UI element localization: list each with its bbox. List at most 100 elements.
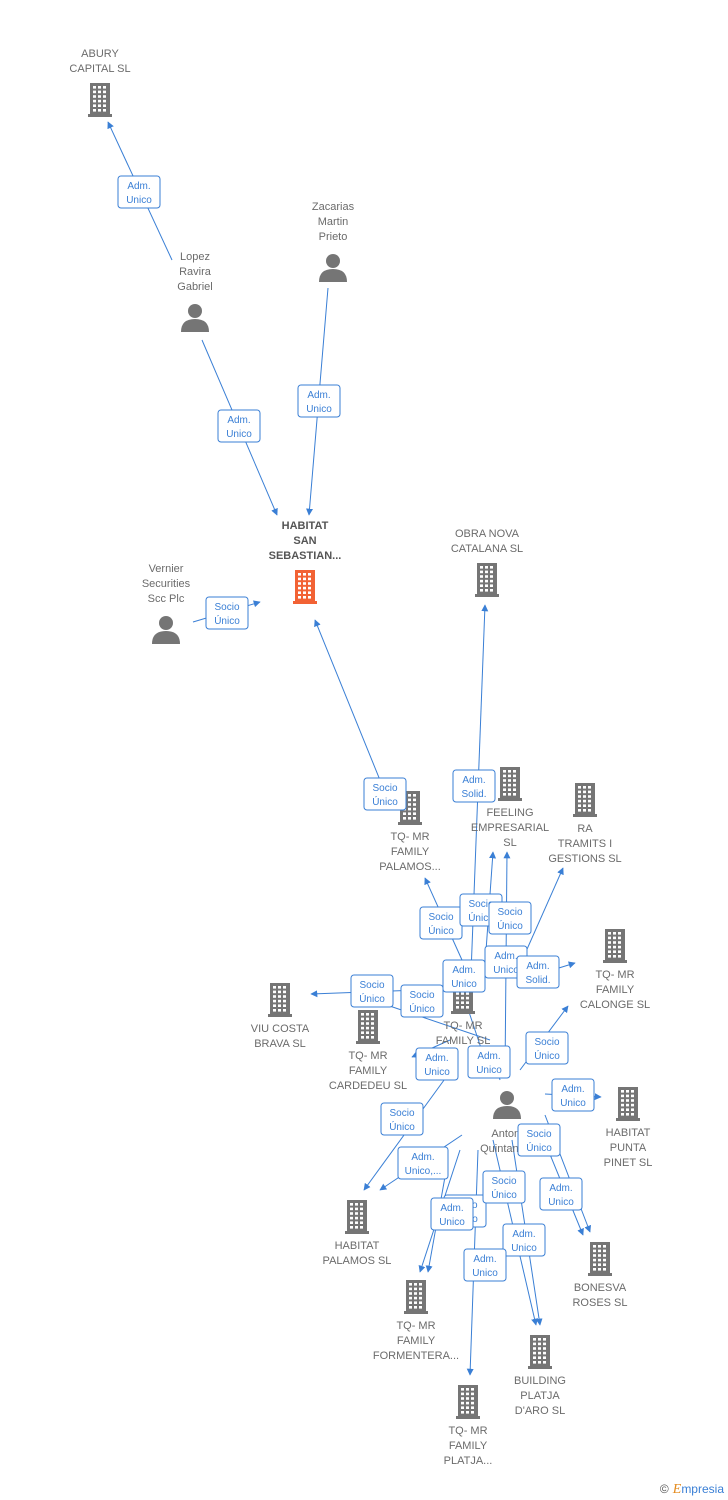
edge-label-line: Adm. (526, 961, 549, 972)
edge-label[interactable]: Adm.Unico (430, 1197, 474, 1231)
person-icon (152, 616, 180, 644)
node-label-line: HABITAT (335, 1240, 380, 1252)
edge-label-line: Unico (439, 1217, 465, 1228)
edge-label-line: Único (468, 911, 494, 924)
edge-label[interactable]: Adm.Unico (463, 1248, 507, 1282)
edge-label-line: Adm. (549, 1183, 572, 1194)
edge-label-line: Socio (359, 980, 384, 991)
person-icon (319, 254, 347, 282)
edge-label[interactable]: Adm.Unico (467, 1045, 511, 1079)
building-icon (268, 983, 292, 1017)
node-obra-nova[interactable]: OBRA NOVA CATALANA SL (451, 528, 523, 597)
edge-label-line: Único (497, 919, 523, 932)
node-label-line: ABURY (81, 48, 119, 60)
edge-label[interactable]: Adm. Solid. (516, 955, 560, 989)
edge-label[interactable]: Adm. Unico (502, 1223, 546, 1257)
edge-label-line: Solid. (525, 975, 550, 986)
edge-label[interactable]: Adm. Unico (539, 1177, 583, 1211)
building-icon (293, 570, 317, 604)
edge-label-line: Unico (548, 1197, 574, 1208)
edge-label-line: Adm. (477, 1051, 500, 1062)
edge-label[interactable]: Adm.Solid. (452, 769, 496, 803)
node-label-line: FAMILY (449, 1440, 488, 1452)
node-tq-formentera[interactable]: TQ- MRFAMILYFORMENTERA... (373, 1280, 459, 1362)
edge-label-line: Adm. (512, 1229, 535, 1240)
edge-label-line: Socio (428, 912, 453, 923)
node-label-line: TQ- MR (390, 831, 429, 843)
edge-label-line: Único (372, 795, 398, 808)
edge-label[interactable]: Adm.Unico,... (397, 1146, 449, 1180)
node-label-line: CARDEDEU SL (329, 1080, 407, 1092)
edge-label[interactable]: Adm.Unico (551, 1078, 595, 1112)
edge-label[interactable]: Adm.Unico (297, 384, 341, 418)
node-label-line: VIU COSTA (251, 1023, 310, 1035)
node-label-line: HABITAT (606, 1127, 651, 1139)
footer-brand[interactable]: ©Empresia (660, 1482, 724, 1498)
node-tq-platja[interactable]: TQ- MRFAMILYPLATJA... (444, 1385, 493, 1467)
edge-label[interactable]: Adm.Unico (415, 1047, 459, 1081)
node-label-line: SL (503, 837, 516, 849)
edge-label-line: Socio (534, 1037, 559, 1048)
node-label-line: CATALANA SL (451, 543, 523, 555)
edge-labels-layer: Adm.UnicoAdm.UnicoAdm.UnicoSocioÚnicoSoc… (117, 175, 595, 1282)
edge-label-line: Único (491, 1188, 517, 1201)
edge-label-line: Único (534, 1049, 560, 1062)
edge-label-line: Unico (511, 1243, 537, 1254)
node-label-line: SAN (293, 535, 316, 547)
node-label-line: TQ- MR (348, 1050, 387, 1062)
node-habitat-ss[interactable]: HABITATSANSEBASTIAN... (269, 520, 342, 604)
node-label-line: CAPITAL SL (69, 63, 130, 75)
node-label-line: TQ- MR (396, 1320, 435, 1332)
edge-label-line: Adm. (425, 1053, 448, 1064)
building-icon (356, 1010, 380, 1044)
edge-label[interactable]: Adm.Unico (442, 959, 486, 993)
edge-label-line: Socio (372, 783, 397, 794)
edge-label-line: Unico (306, 404, 332, 415)
edge-label-line: Unico (472, 1268, 498, 1279)
edge-label-line: Único (214, 614, 240, 627)
node-label-line: PLATJA... (444, 1455, 493, 1467)
node-label-line: SEBASTIAN... (269, 550, 342, 562)
node-label-line: ROSES SL (572, 1297, 627, 1309)
node-label-line: OBRA NOVA (455, 528, 520, 540)
edge-label-line: Socio (389, 1108, 414, 1119)
edge-label-line: Unico (126, 195, 152, 206)
node-abury[interactable]: ABURY CAPITAL SL (69, 48, 131, 117)
edge-label[interactable]: Adm.Unico (117, 175, 161, 209)
edge-line (314, 619, 385, 791)
edge-label-line: Único (428, 924, 454, 937)
node-tq-palamos[interactable]: TQ- MRFAMILYPALAMOS... (379, 791, 441, 873)
building-icon (475, 563, 499, 597)
node-label-line: PALAMOS... (379, 861, 441, 873)
edge-label-line: Único (409, 1002, 435, 1015)
node-label-line: FAMILY (397, 1335, 436, 1347)
building-icon (603, 929, 627, 963)
building-icon (88, 83, 112, 117)
node-label-line: BUILDING (514, 1375, 566, 1387)
edge-label-line: Socio (497, 907, 522, 918)
edge-label[interactable]: Adm.Unico (217, 409, 261, 443)
